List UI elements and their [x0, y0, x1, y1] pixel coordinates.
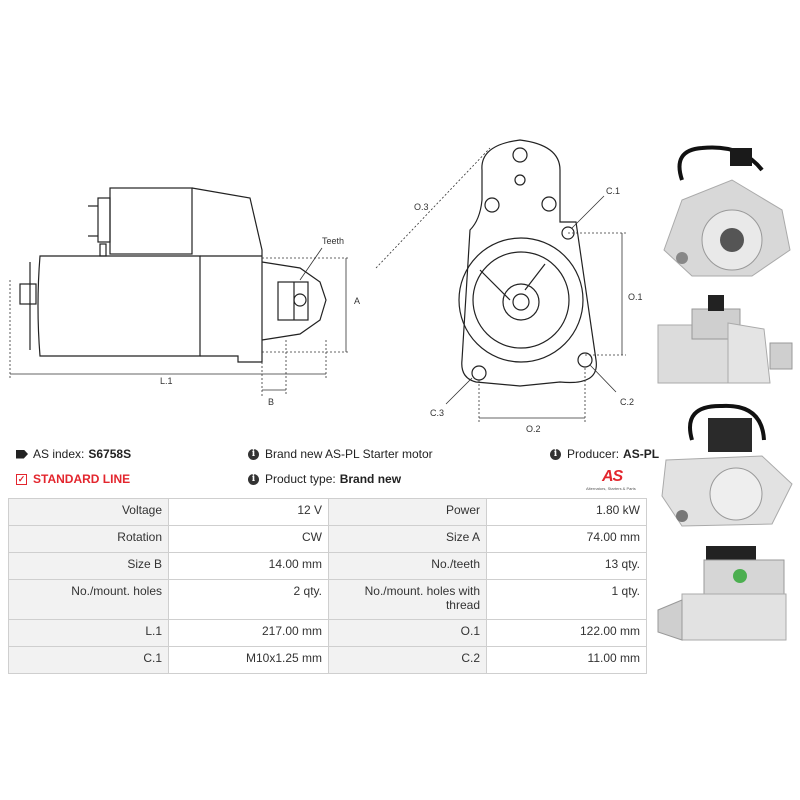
label-a: A	[354, 296, 360, 306]
motor-body-outline	[37, 255, 201, 357]
brand-new-text: Brand new AS-PL Starter motor	[265, 447, 433, 461]
spec-value: 11.00 mm	[486, 646, 647, 674]
product-photo-side	[657, 295, 793, 384]
as-pl-logo: AS Alternators, Starters & Parts	[586, 468, 650, 498]
info-icon: i	[550, 448, 561, 460]
spec-key: Size B	[8, 552, 169, 580]
product-photo-rear	[661, 403, 793, 527]
table-row: Rotation CW Size A 74.00 mm	[8, 525, 647, 553]
as-index: AS index: S6758S	[16, 447, 131, 461]
label-o2: O.2	[526, 424, 541, 434]
product-type-value: Brand new	[339, 472, 402, 486]
tag-icon	[16, 449, 28, 459]
label-l1: L.1	[160, 376, 173, 386]
spec-value: CW	[168, 525, 329, 553]
producer-label: Producer:	[567, 447, 620, 461]
spec-key: Size A	[328, 525, 487, 553]
spec-key: No./teeth	[328, 552, 487, 580]
label-teeth: Teeth	[322, 236, 344, 246]
standard-line-label: STANDARD LINE	[33, 472, 131, 486]
standard-line: ✓ STANDARD LINE	[16, 472, 130, 486]
table-row: L.1 217.00 mm O.1 122.00 mm	[8, 619, 647, 647]
table-row: Size B 14.00 mm No./teeth 13 qty.	[8, 552, 647, 580]
front-housing-outline	[461, 139, 597, 387]
spec-key: C.2	[328, 646, 487, 674]
brand-new-line: i Brand new AS-PL Starter motor	[248, 447, 433, 461]
label-c3: C.3	[430, 408, 444, 418]
spec-value: 217.00 mm	[168, 619, 329, 647]
spec-value: 14.00 mm	[168, 552, 329, 580]
spec-key: No./mount. holes with thread	[328, 579, 487, 620]
spec-key: Rotation	[8, 525, 169, 553]
spec-value: 1 qty.	[486, 579, 647, 620]
producer-value: AS-PL	[623, 447, 660, 461]
spec-key: O.1	[328, 619, 487, 647]
spec-value: 12 V	[168, 498, 329, 526]
label-b: B	[268, 397, 274, 407]
label-o1: O.1	[628, 292, 643, 302]
spec-key: C.1	[8, 646, 169, 674]
product-photo-front	[663, 145, 791, 277]
as-index-value: S6758S	[88, 447, 132, 461]
label-o3: O.3	[414, 202, 429, 212]
spec-value: 1.80 kW	[486, 498, 647, 526]
product-type-label: Product type:	[265, 472, 336, 486]
logo-mark: AS	[602, 468, 623, 485]
table-row: C.1 M10x1.25 mm C.2 11.00 mm	[8, 646, 647, 674]
spec-value: 122.00 mm	[486, 619, 647, 647]
table-row: No./mount. holes 2 qty. No./mount. holes…	[8, 579, 647, 620]
spec-key: No./mount. holes	[8, 579, 169, 620]
technical-drawing: Teeth A B L.1 O.3 C.1 O.1 C.3 C.2 O.2	[9, 139, 643, 434]
spec-value: M10x1.25 mm	[168, 646, 329, 674]
info-icon: i	[248, 448, 259, 460]
info-icon: i	[248, 473, 259, 485]
table-row: Voltage 12 V Power 1.80 kW	[8, 498, 647, 526]
spec-table: Voltage 12 V Power 1.80 kW Rotation CW S…	[8, 498, 647, 674]
producer: i Producer: AS-PL	[550, 447, 659, 461]
checkbox-icon: ✓	[16, 473, 27, 485]
spec-key: L.1	[8, 619, 169, 647]
spec-value: 74.00 mm	[486, 525, 647, 553]
label-c2: C.2	[620, 397, 634, 407]
as-index-label: AS index:	[33, 447, 85, 461]
label-c1: C.1	[606, 186, 620, 196]
spec-value: 13 qty.	[486, 552, 647, 580]
product-type: i Product type: Brand new	[248, 472, 401, 486]
spec-value: 2 qty.	[168, 579, 329, 620]
logo-tagline: Alternators, Starters & Parts	[586, 486, 636, 491]
spec-key: Voltage	[8, 498, 169, 526]
spec-key: Power	[328, 498, 487, 526]
product-photo-angle	[657, 546, 787, 641]
